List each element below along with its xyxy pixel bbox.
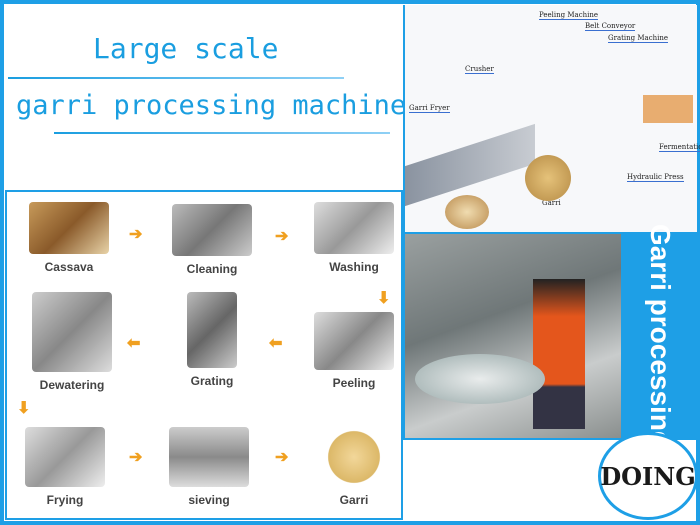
logo-text: DOING xyxy=(600,461,696,491)
cleaning-machine-image xyxy=(172,204,252,256)
step-garri: Garri xyxy=(304,427,404,507)
arrow-right-icon: ➔ xyxy=(129,449,143,466)
label-garri: Garri xyxy=(542,199,561,207)
process-flow: Cassava Cleaning Washing Dewatering Grat… xyxy=(5,190,403,520)
step-label: Dewatering xyxy=(39,378,105,392)
label-crusher: Crusher xyxy=(465,65,494,74)
label-fermentation: Fermentation xyxy=(659,143,700,152)
arrow-right-icon: ➔ xyxy=(275,228,289,245)
cassava-image xyxy=(29,202,109,254)
arrow-right-icon: ➔ xyxy=(129,226,143,243)
cassava-image xyxy=(445,195,489,229)
title-underline-2 xyxy=(54,132,390,134)
step-label: Peeling xyxy=(332,376,376,390)
step-washing: Washing xyxy=(304,202,404,274)
step-label: Cleaning xyxy=(186,262,238,276)
grating-machine-image xyxy=(187,292,237,368)
side-banner: Garri processing xyxy=(622,224,697,448)
washing-machine-image xyxy=(314,202,394,254)
garri-image xyxy=(324,427,384,487)
title-line-2: garri processing machine xyxy=(16,90,407,121)
arrow-left-icon: ⬅ xyxy=(269,335,283,352)
frying-machine-image xyxy=(25,427,105,487)
side-banner-text: Garri processing xyxy=(644,223,676,449)
step-label: Garri xyxy=(339,493,369,507)
sieve-machine xyxy=(415,354,545,404)
plant-layout-diagram: Peeling Machine Belt Conveyor Grating Ma… xyxy=(403,5,700,232)
step-dewatering: Dewatering xyxy=(22,292,122,392)
arrow-right-icon: ➔ xyxy=(275,449,289,466)
label-hydraulic-press: Hydraulic Press xyxy=(627,173,684,182)
worker-figure xyxy=(533,279,585,429)
arrow-down-icon: ⬇ xyxy=(17,400,31,417)
peeling-machine-image xyxy=(314,312,394,370)
label-garri-fryer: Garri Fryer xyxy=(409,104,450,113)
label-peeling-machine: Peeling Machine xyxy=(539,11,599,20)
title-line-1: Large scale xyxy=(93,32,279,65)
arrow-left-icon: ⬅ xyxy=(127,335,141,352)
doing-logo: DOING xyxy=(598,432,698,520)
step-sieving: sieving xyxy=(159,427,259,507)
step-label: Washing xyxy=(329,260,379,274)
fermentation-tanks-graphic xyxy=(643,95,693,123)
dewatering-machine-image xyxy=(32,292,112,372)
step-label: sieving xyxy=(188,493,230,507)
garri-circle-image xyxy=(525,155,571,201)
arrow-down-icon: ⬇ xyxy=(377,290,391,307)
label-belt-conveyor: Belt Conveyor xyxy=(585,22,636,31)
step-grating: Grating xyxy=(162,292,262,388)
step-peeling: Peeling xyxy=(304,312,404,390)
step-label: Grating xyxy=(190,374,234,388)
step-frying: Frying xyxy=(15,427,115,507)
step-cleaning: Cleaning xyxy=(162,204,262,276)
step-label: Cassava xyxy=(44,260,94,274)
label-grating-machine: Grating Machine xyxy=(608,34,669,43)
sieving-machine-image xyxy=(169,427,249,487)
worker-photo xyxy=(403,232,623,440)
step-cassava: Cassava xyxy=(19,202,119,274)
fryer-line-graphic xyxy=(405,123,535,207)
step-label: Frying xyxy=(46,493,84,507)
title-underline xyxy=(8,77,344,79)
